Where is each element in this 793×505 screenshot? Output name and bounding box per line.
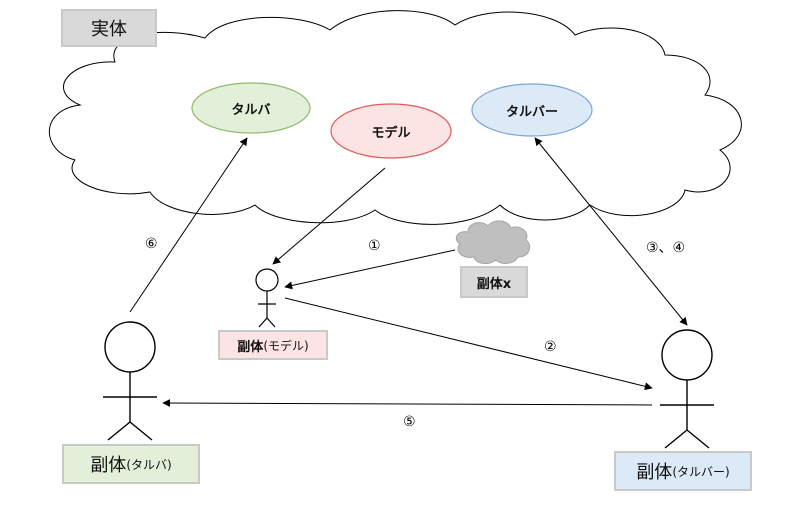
fukutai-model-sub: (モデル) (263, 338, 309, 353)
fukutai-model-box: 副体 (モデル) (218, 330, 328, 360)
arrow-model-to-small (272, 167, 386, 265)
arrow-tarubaa-bidirectional (534, 137, 688, 326)
fukutai-x-box: 副体x (460, 266, 528, 298)
arrow-x-to-small (284, 249, 456, 290)
stick-figure-taruba (103, 321, 157, 441)
fukutai-tarubaa-sub: (タルバー) (672, 464, 730, 479)
stick-figure-model (255, 268, 279, 328)
model-ellipse (330, 103, 452, 159)
tarubaa-ellipse (471, 83, 593, 137)
step-5: ⑤ (403, 414, 416, 430)
model-label: モデル (371, 125, 411, 141)
tarubaa-label: タルバー (505, 104, 558, 120)
fukutai-taruba-main: 副体 (90, 455, 127, 476)
arrow-taruba-to-ellipse (129, 137, 248, 313)
entity-title: 実体 (61, 9, 157, 47)
fukutai-taruba-box: 副体 (タルバ) (62, 444, 200, 484)
step-1: ① (368, 238, 381, 254)
stick-figure-tarubaa (660, 329, 714, 449)
step-2: ② (544, 339, 557, 355)
fukutai-model-main: 副体 (237, 339, 264, 355)
fukutai-tarubaa-box: 副体 (タルバー) (614, 451, 752, 491)
taruba-label: タルバ (231, 102, 271, 118)
fukutai-taruba-sub: (タルバ) (126, 457, 172, 472)
fukutai-tarubaa-main: 副体 (636, 462, 673, 483)
arrow-tarubaa-to-taruba (162, 399, 653, 408)
arrow-small-to-tarubaa (284, 297, 653, 391)
step-6: ⑥ (145, 236, 158, 252)
small-cloud (455, 220, 531, 265)
step-3-4: ③、④ (646, 240, 686, 256)
taruba-ellipse (191, 82, 311, 134)
